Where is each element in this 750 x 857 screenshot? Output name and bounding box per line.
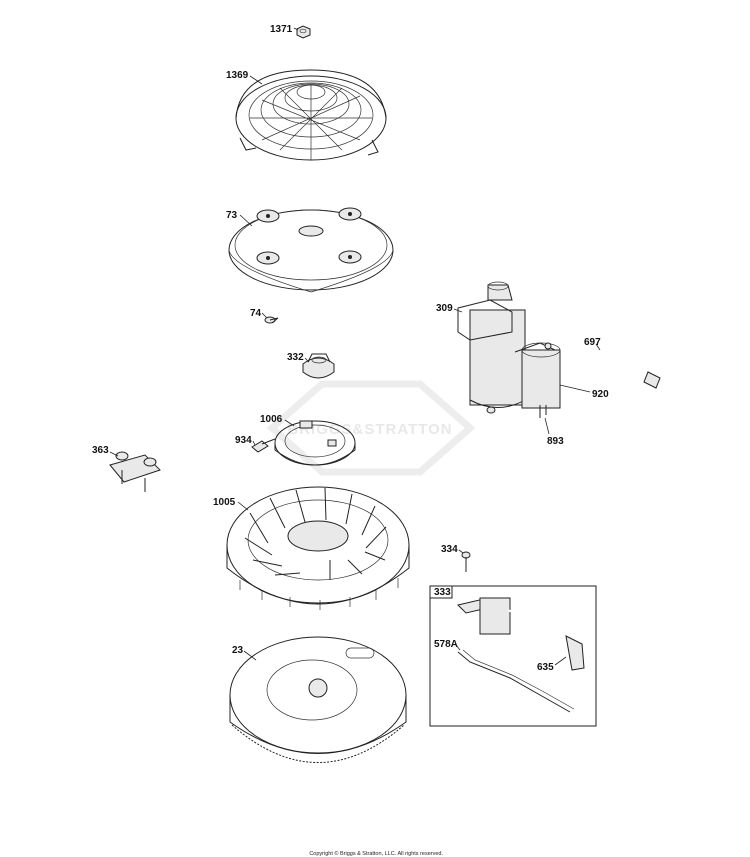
part-1006-ring[interactable] xyxy=(274,420,356,466)
label-920: 920 xyxy=(592,389,609,400)
kit-box-label: 333 xyxy=(434,587,451,598)
label-363: 363 xyxy=(92,445,109,456)
part-23-flywheel[interactable] xyxy=(229,636,407,763)
part-73-cover[interactable] xyxy=(228,207,394,293)
label-635: 635 xyxy=(537,662,554,673)
brand-watermark: BRIGGS&STRATTON xyxy=(266,380,476,476)
label-74: 74 xyxy=(250,308,262,319)
watermark-text: BRIGGS&STRATTON xyxy=(287,421,452,438)
part-920-solenoid[interactable] xyxy=(514,342,561,409)
label-309: 309 xyxy=(436,303,453,314)
part-1005-fan[interactable] xyxy=(226,486,410,610)
part-332-nut[interactable] xyxy=(302,353,335,379)
part-363-bracket[interactable] xyxy=(109,451,161,492)
part-1371-nut[interactable] xyxy=(296,25,311,39)
label-23: 23 xyxy=(232,645,244,656)
part-578A-wire[interactable] xyxy=(457,649,575,713)
part-74-screw[interactable] xyxy=(264,316,279,324)
label-1371: 1371 xyxy=(270,24,293,35)
part-334-screw[interactable] xyxy=(461,551,471,572)
label-578A: 578A xyxy=(434,639,458,650)
label-893: 893 xyxy=(547,436,564,447)
part-1369-screen[interactable] xyxy=(235,69,387,161)
label-697: 697 xyxy=(584,337,601,348)
part-934-screw[interactable] xyxy=(251,438,276,453)
part-309-starter[interactable] xyxy=(457,281,526,414)
label-1006: 1006 xyxy=(260,414,283,425)
part-635-coil[interactable] xyxy=(457,597,585,671)
copyright-notice: Copyright © Briggs & Stratton, LLC. All … xyxy=(309,850,443,857)
part-697-bolt[interactable] xyxy=(596,348,661,389)
part-893-terminal[interactable] xyxy=(539,405,547,418)
label-934: 934 xyxy=(235,435,252,446)
label-334: 334 xyxy=(441,544,458,555)
kit-333-box[interactable]: 333 xyxy=(429,585,597,727)
label-1005: 1005 xyxy=(213,497,236,508)
label-332: 332 xyxy=(287,352,304,363)
label-73: 73 xyxy=(226,210,238,221)
label-1369: 1369 xyxy=(226,70,249,81)
